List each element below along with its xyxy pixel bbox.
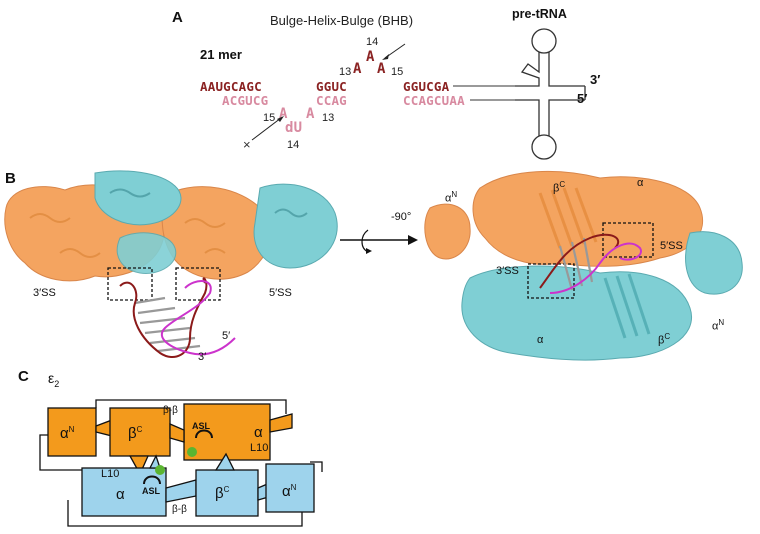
top-bulge-a15: A xyxy=(377,61,386,77)
blue-alpha-n-label: αN xyxy=(282,483,297,500)
right-alpha-n-bottom-label: αN xyxy=(712,318,725,333)
right-5ss-box xyxy=(602,222,654,258)
length-label: 21 mer xyxy=(200,47,242,62)
left-3-end-label: 3′ xyxy=(198,351,207,363)
blue-asl-loop-icon xyxy=(143,475,161,485)
panel-a-letter: A xyxy=(172,9,183,26)
right-beta-c-top-label: βC xyxy=(553,180,566,195)
blue-beta-c-box xyxy=(195,469,259,517)
orange-beta-c-box xyxy=(109,407,171,457)
bottom-bulge-a13: A xyxy=(306,106,315,122)
top-strand-seg3: GGUCGA xyxy=(403,79,450,94)
pre-trna-diagram xyxy=(515,28,586,160)
orange-alpha-label: α xyxy=(254,424,263,441)
blue-beta-c-label: βC xyxy=(215,485,230,502)
panel-b-structures xyxy=(4,170,743,361)
right-beta-c-bottom-label: βC xyxy=(658,332,671,347)
bottom-cleavage-arrow xyxy=(251,117,282,141)
right-alpha-bottom-label: α xyxy=(537,334,544,346)
left-5-end-label: 5′ xyxy=(222,330,231,342)
left-3ss-label: 3′SS xyxy=(33,287,56,299)
right-alpha-top-label: α xyxy=(637,177,644,189)
top-strand-seg2: GGUC xyxy=(316,79,347,94)
bottom-strand-seg1: ACGUCG xyxy=(222,93,269,108)
beta-beta-bottom-label: β-β xyxy=(172,504,187,515)
beta-beta-top-label: β-β xyxy=(163,405,178,416)
orange-alpha-n-label: αN xyxy=(60,425,75,442)
bottom-bulge-num-14: 14 xyxy=(287,139,300,151)
left-5ss-box xyxy=(175,267,221,301)
right-alpha-n-top-label: αN xyxy=(445,190,458,205)
rotation-label: -90° xyxy=(391,211,412,223)
blue-l10-dot xyxy=(155,465,165,475)
bhb-title: Bulge-Helix-Bulge (BHB) xyxy=(270,13,414,28)
blue-alpha-label: α xyxy=(116,486,125,503)
cross-mark: × xyxy=(243,137,251,152)
top-bulge-num-13: 13 xyxy=(339,66,352,78)
panel-a-drawing xyxy=(251,28,586,160)
orange-alpha-n-box xyxy=(47,407,97,457)
orange-l10-label: L10 xyxy=(250,442,269,454)
bottom-bulge-a15: A xyxy=(279,106,288,122)
top-strand-seg1: AAUGCAGC xyxy=(200,79,262,94)
pre-trna-label: pre-tRNA xyxy=(512,7,567,21)
left-3ss-box xyxy=(107,267,153,301)
right-5ss-label: 5′SS xyxy=(660,240,683,252)
panel-c-letter: C xyxy=(18,368,29,385)
top-bulge-a14: A xyxy=(366,49,375,65)
top-bulge-a13: A xyxy=(353,61,362,77)
bottom-bulge-du14: dU xyxy=(285,120,303,136)
epsilon-label: ε2 xyxy=(48,370,60,389)
blue-asl-label: ASL xyxy=(142,486,160,496)
left-5ss-label: 5′SS xyxy=(269,287,292,299)
pre-trna-3-end: 3′ xyxy=(590,72,601,87)
panel-c-schematic xyxy=(39,399,323,527)
blue-alpha-n-box xyxy=(265,463,315,513)
pre-trna-5-end: 5′ xyxy=(577,91,588,106)
top-bulge-num-15: 15 xyxy=(391,66,404,78)
right-structure xyxy=(424,170,743,361)
left-structure xyxy=(4,170,338,358)
orange-beta-c-label: βC xyxy=(128,425,143,442)
blue-l10-label: L10 xyxy=(101,468,120,480)
right-3ss-box xyxy=(527,263,575,299)
orange-l10-dot xyxy=(187,447,197,457)
bottom-bulge-num-15: 15 xyxy=(263,112,276,124)
orange-asl-loop-icon xyxy=(195,429,213,439)
orange-asl-label: ASL xyxy=(192,421,210,431)
top-bulge-num-14: 14 xyxy=(366,36,379,48)
bottom-bulge-num-13: 13 xyxy=(322,112,335,124)
panel-b-letter: B xyxy=(5,170,16,187)
right-3ss-label: 3′SS xyxy=(496,265,519,277)
bottom-strand-seg3: CCAGCUAA xyxy=(403,93,465,108)
bottom-strand-seg2: CCAG xyxy=(316,93,347,108)
